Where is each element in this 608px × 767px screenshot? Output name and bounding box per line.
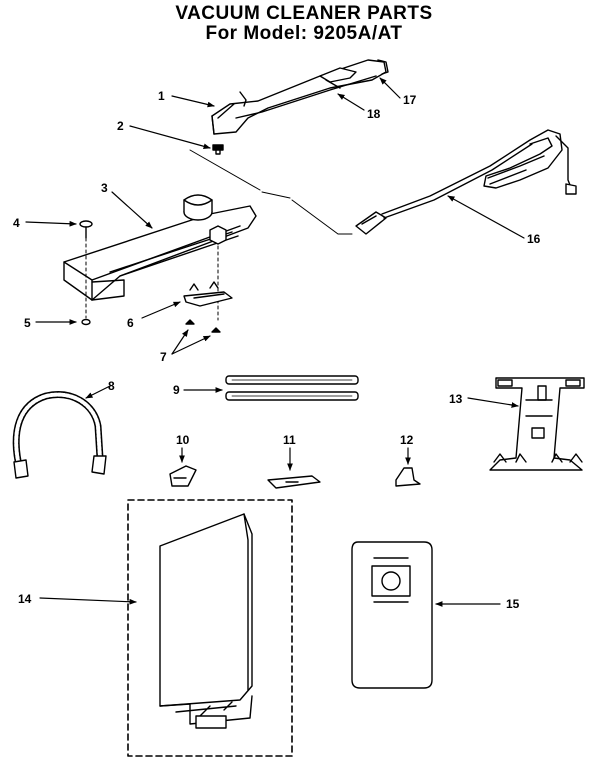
callout-numbers: 1 2 3 4 5 6 7 8 9 10 11 12 13 14 15 16 1…: [13, 89, 541, 611]
callout-3: 3: [101, 181, 108, 195]
diagram-title: VACUUM CLEANER PARTS: [175, 3, 433, 24]
part-hose-8: [12, 391, 107, 479]
callout-17: 17: [403, 93, 417, 107]
connector-lines: [189, 149, 353, 235]
part-pins-7: [185, 319, 221, 333]
callout-11: 11: [283, 433, 296, 447]
callout-9: 9: [173, 383, 180, 397]
callout-1: 1: [158, 89, 165, 103]
callout-16: 16: [527, 232, 541, 246]
callout-18: 18: [367, 107, 381, 121]
callout-7: 7: [160, 350, 167, 364]
callout-12: 12: [400, 433, 414, 447]
part-power-cord: [355, 129, 577, 235]
callout-15: 15: [506, 597, 520, 611]
part-12: [395, 467, 421, 487]
part-bag-14: [127, 499, 293, 757]
part-plate-13: [489, 377, 585, 471]
callout-2: 2: [117, 119, 124, 133]
part-screw-4: [79, 220, 93, 239]
part-base-bar: [63, 194, 257, 301]
callout-6: 6: [127, 316, 134, 330]
callout-5: 5: [24, 316, 31, 330]
callout-10: 10: [176, 433, 190, 447]
part-washer-5: [81, 318, 91, 326]
callout-13: 13: [449, 392, 463, 406]
part-bracket-6: [183, 281, 233, 307]
part-screw-2: [212, 144, 224, 155]
leader-lines: [25, 77, 525, 607]
part-11: [267, 475, 321, 489]
dashed-guides: [85, 237, 219, 321]
part-filter-15: [351, 541, 433, 689]
part-handle-assembly: [211, 59, 389, 135]
callout-8: 8: [108, 379, 115, 393]
callout-4: 4: [13, 216, 20, 230]
part-10: [169, 465, 197, 487]
part-tubes-9: [225, 375, 359, 401]
diagram-subtitle: For Model: 9205A/AT: [205, 23, 403, 44]
callout-14: 14: [18, 592, 32, 606]
